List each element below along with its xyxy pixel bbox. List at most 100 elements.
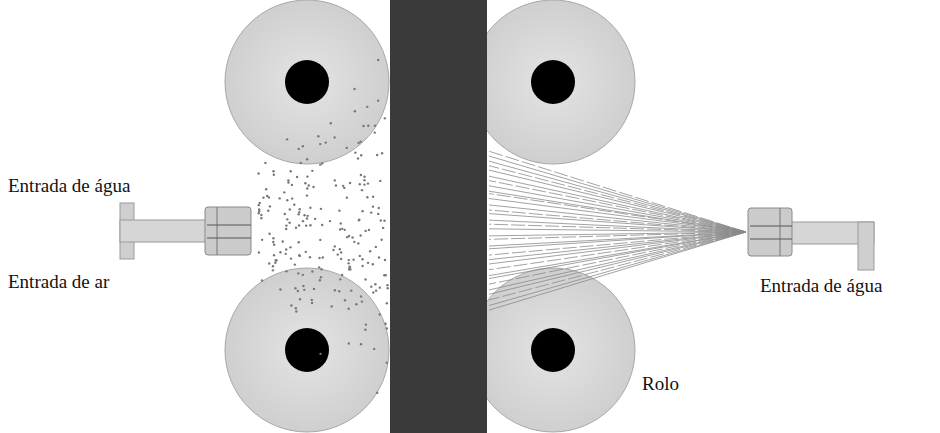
roller-axle [285,60,329,104]
mist-droplet [367,125,369,127]
water-jet [489,232,746,279]
mist-droplet [361,189,363,191]
mist-droplet [368,229,370,231]
mist-droplet [372,291,374,293]
mist-droplet [349,182,351,184]
mist-droplet [257,172,259,174]
mist-droplet [273,244,275,246]
mist-droplet [347,262,349,264]
mist-droplet [386,362,388,364]
mist-droplet [334,245,336,247]
water-jet [489,166,746,232]
water-jet [489,176,746,232]
mist-droplet [285,248,287,250]
mist-droplet [366,196,368,198]
mist-droplet [298,224,300,226]
mist-droplet [352,258,354,260]
mist-droplet [306,194,308,196]
roller [471,0,635,164]
roller-group [225,0,635,432]
mist-droplet [365,323,367,325]
mist-droplet [355,303,357,305]
mist-droplet [364,230,366,232]
mist-droplet [288,221,290,223]
mist-droplet [306,217,308,219]
mist-droplet [359,234,361,236]
mist-droplet [360,174,362,176]
mist-droplet [330,305,332,307]
mist-droplet [379,286,381,288]
mist-droplet [376,392,378,394]
mist-droplet [287,179,289,181]
mist-droplet [341,228,343,230]
mist-droplet [373,348,375,350]
mist-droplet [377,59,379,61]
mist-droplet [322,256,324,258]
mist-droplet [298,241,300,243]
mist-droplet [376,154,378,156]
mist-droplet [369,250,371,252]
mist-droplet [359,255,361,257]
mist-droplet [285,228,287,230]
mist-droplet [265,188,267,190]
mist-droplet [299,208,301,210]
mist-droplet [304,182,306,184]
mist-droplet [279,251,281,253]
mist-droplet [329,220,331,222]
mist-droplet [306,175,308,177]
mist-droplet [321,224,323,226]
mist-droplet [317,135,319,137]
mist-droplet [384,259,386,261]
mist-droplet [386,302,388,304]
water-jet [489,161,746,232]
mist-droplet [283,191,285,193]
nozzle-groove [217,207,218,255]
mist-droplet [261,239,263,241]
nozzle-head [205,207,251,255]
mist-droplet [268,262,270,264]
mist-droplet [386,327,388,329]
mist-droplet [272,170,274,172]
water-jet [489,214,746,232]
mist-droplet [298,211,300,213]
mist-droplet [338,209,340,211]
mist-droplet [346,236,348,238]
mist-droplet [302,285,304,287]
mist-droplet [267,210,269,212]
mist-droplet [348,342,350,344]
mist-droplet [372,205,374,207]
mist-droplet [367,182,369,184]
mist-droplet [294,287,296,289]
mist-droplet [297,213,299,215]
mist-droplet [272,237,274,239]
mist-droplet [279,288,281,290]
mist-droplet [273,174,275,176]
mist-droplet [337,253,339,255]
mist-droplet [319,143,321,145]
water-jet [489,199,746,232]
water-spray [489,151,746,310]
mist-droplet [275,259,277,261]
mist-droplet [334,289,336,291]
mist-droplet [377,213,379,215]
mist-droplet [362,125,364,127]
mist-droplet [351,236,353,238]
part-label: Entrada de água [760,276,882,297]
mist-droplet [258,210,260,212]
mist-droplet [311,302,313,304]
mist-droplet [325,141,327,143]
water-jet [489,232,746,310]
mist-droplet [361,265,363,267]
mist-droplet [311,299,313,301]
mist-droplet [366,106,368,108]
mist-droplet [381,152,383,154]
mist-droplet [378,256,380,258]
mist-droplet [345,147,347,149]
steel-strip [390,0,487,433]
mist-droplet [377,99,379,101]
mist-droplet [341,274,343,276]
nozzle-pipe [858,222,874,270]
water-jet [489,232,746,300]
mist-droplet [273,254,275,256]
